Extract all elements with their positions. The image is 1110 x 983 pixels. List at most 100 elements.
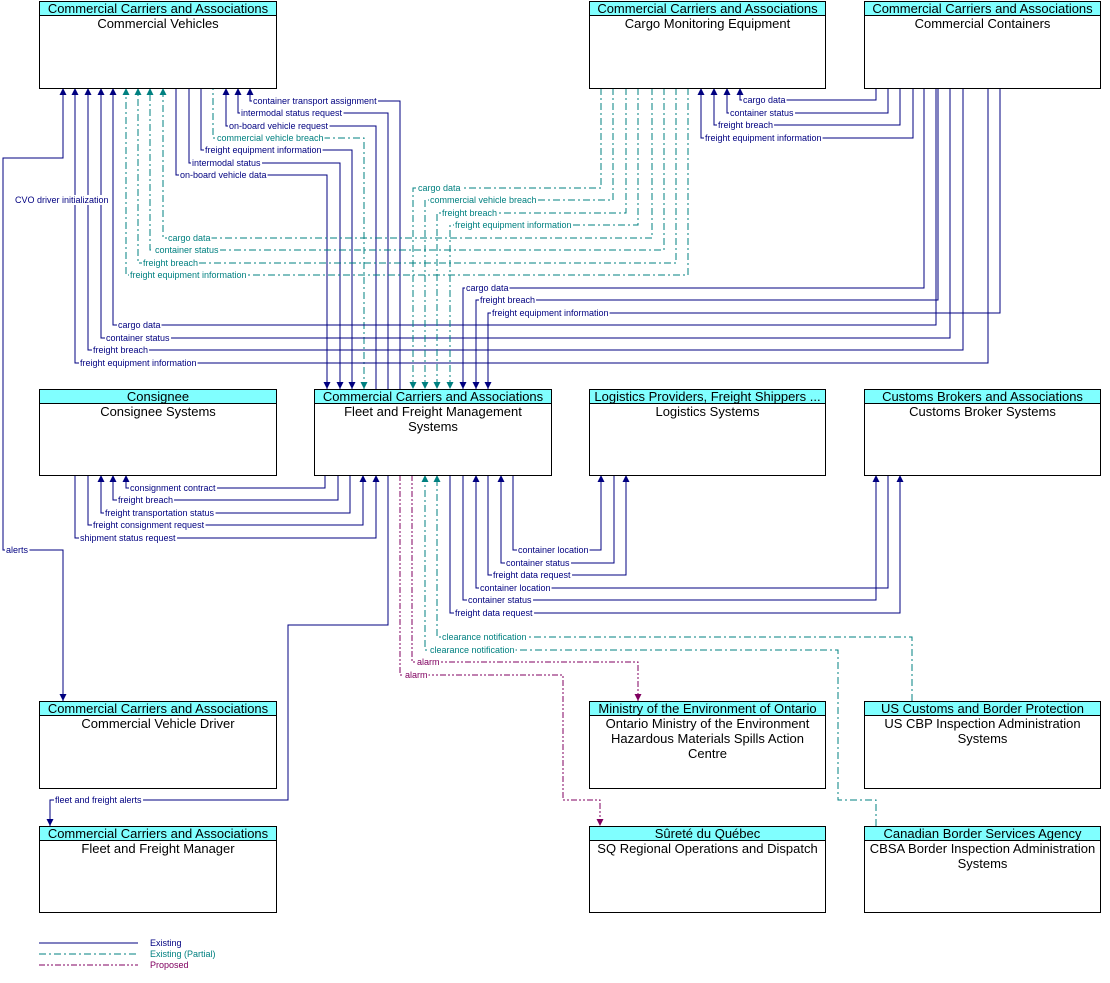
node-owner: Canadian Border Services Agency bbox=[883, 826, 1082, 841]
flow-label-0: container transport assignment bbox=[253, 96, 377, 106]
node-cb[interactable]: Customs Brokers and AssociationsCustoms … bbox=[864, 389, 1101, 476]
flow-label-bg-38 bbox=[454, 608, 535, 618]
flow-label-7: CVO driver initialization bbox=[15, 195, 109, 205]
flow-line-21 bbox=[726, 88, 889, 114]
node-cc[interactable]: Commercial Carriers and AssociationsComm… bbox=[864, 1, 1101, 89]
flow-label-bg-9 bbox=[154, 245, 221, 255]
flow-arrowhead-10 bbox=[134, 88, 142, 95]
flow-arrowhead-5 bbox=[336, 382, 344, 389]
node-owner: Consignee bbox=[127, 389, 189, 404]
flow-arrowhead-7 bbox=[59, 88, 67, 95]
flow-arrowhead-2 bbox=[222, 88, 230, 95]
flow-arrowhead-24 bbox=[459, 382, 467, 389]
flow-label-bg-12 bbox=[117, 320, 162, 330]
flow-label-bg-17 bbox=[429, 195, 538, 205]
flow-line-25 bbox=[475, 88, 939, 389]
flow-label-bg-19 bbox=[454, 220, 573, 230]
node-owner: Commercial Carriers and Associations bbox=[872, 1, 1093, 16]
flow-label-19: freight equipment information bbox=[455, 220, 572, 230]
flow-arrowhead-43 bbox=[46, 819, 54, 826]
flow-arrowhead-15 bbox=[71, 88, 79, 95]
node-moe[interactable]: Ministry of the Environment of OntarioOn… bbox=[589, 701, 826, 789]
flow-line-40 bbox=[424, 475, 877, 826]
node-name-line: Consignee Systems bbox=[100, 404, 216, 419]
node-cme[interactable]: Commercial Carriers and AssociationsCarg… bbox=[589, 1, 826, 89]
flow-label-bg-25 bbox=[479, 295, 537, 305]
flow-line-13 bbox=[100, 88, 951, 339]
flow-arrowhead-42 bbox=[596, 819, 604, 826]
flow-arrowhead-14 bbox=[84, 88, 92, 95]
flow-label-bg-18 bbox=[441, 208, 499, 218]
node-owner: Commercial Carriers and Associations bbox=[323, 389, 544, 404]
flow-line-8 bbox=[162, 88, 653, 239]
flow-line-36 bbox=[475, 475, 889, 589]
node-cvd[interactable]: Commercial Carriers and AssociationsComm… bbox=[39, 701, 277, 789]
flow-label-40: clearance notification bbox=[430, 645, 515, 655]
node-header bbox=[314, 389, 552, 404]
flow-label-4: freight equipment information bbox=[205, 145, 322, 155]
node-header bbox=[864, 1, 1101, 16]
flow-line-24 bbox=[462, 88, 925, 389]
node-header bbox=[589, 1, 826, 16]
flow-arrowhead-39 bbox=[433, 475, 441, 482]
flow-arrowhead-20 bbox=[736, 88, 744, 95]
flow-line-26 bbox=[487, 88, 1001, 389]
flow-label-29: freight transportation status bbox=[105, 508, 215, 518]
node-name-line: CBSA Border Inspection Administration bbox=[870, 841, 1095, 856]
flow-label-bg-32 bbox=[5, 545, 30, 555]
flow-arrowhead-3 bbox=[360, 382, 368, 389]
node-ffm[interactable]: Commercial Carriers and AssociationsFlee… bbox=[314, 389, 552, 476]
flow-label-43: fleet and freight alerts bbox=[55, 795, 142, 805]
flow-label-22: freight breach bbox=[718, 120, 773, 130]
flow-line-18 bbox=[436, 88, 627, 389]
flow-label-bg-29 bbox=[104, 508, 216, 518]
node-owner: Logistics Providers, Freight Shippers ..… bbox=[594, 389, 820, 404]
flow-arrowhead-37 bbox=[872, 475, 880, 482]
flow-label-bg-15 bbox=[79, 358, 198, 368]
node-header bbox=[39, 1, 277, 16]
flow-label-bg-43 bbox=[54, 795, 144, 805]
flow-line-14 bbox=[87, 88, 964, 351]
node-cv[interactable]: Commercial Carriers and AssociationsComm… bbox=[39, 1, 277, 89]
flow-label-bg-37 bbox=[467, 595, 534, 605]
node-name-line: Fleet and Freight Manager bbox=[81, 841, 235, 856]
flow-label-bg-20 bbox=[742, 95, 787, 105]
node-header bbox=[589, 389, 826, 404]
flow-arrowhead-19 bbox=[446, 382, 454, 389]
flow-line-16 bbox=[412, 88, 602, 389]
node-owner: Commercial Carriers and Associations bbox=[48, 826, 269, 841]
flow-line-9 bbox=[149, 88, 665, 251]
flow-arrowhead-26 bbox=[484, 382, 492, 389]
legend-label-partial: Existing (Partial) bbox=[150, 949, 216, 959]
flow-arrowhead-23 bbox=[697, 88, 705, 95]
node-owner: Commercial Carriers and Associations bbox=[48, 1, 269, 16]
flow-line-28 bbox=[112, 475, 339, 501]
node-name-line: Commercial Vehicle Driver bbox=[81, 716, 235, 731]
flow-arrowhead-8 bbox=[159, 88, 167, 95]
flow-arrowhead-38 bbox=[896, 475, 904, 482]
node-header bbox=[39, 826, 277, 841]
flow-arrowhead-35 bbox=[622, 475, 630, 482]
flow-label-9: container status bbox=[155, 245, 219, 255]
flow-label-12: cargo data bbox=[118, 320, 161, 330]
node-owner: Customs Brokers and Associations bbox=[882, 389, 1083, 404]
flow-label-bg-27 bbox=[129, 483, 218, 493]
flow-arrowhead-30 bbox=[359, 475, 367, 482]
flow-arrowhead-18 bbox=[433, 382, 441, 389]
node-log[interactable]: Logistics Providers, Freight Shippers ..… bbox=[589, 389, 826, 476]
flow-arrowhead-36 bbox=[472, 475, 480, 482]
flow-label-34: container status bbox=[506, 558, 570, 568]
node-name-line: SQ Regional Operations and Dispatch bbox=[597, 841, 817, 856]
flow-label-2: on-board vehicle request bbox=[229, 121, 329, 131]
node-ffmgr[interactable]: Commercial Carriers and AssociationsFlee… bbox=[39, 826, 277, 913]
flow-label-17: commercial vehicle breach bbox=[430, 195, 537, 205]
flow-label-8: cargo data bbox=[168, 233, 211, 243]
node-header bbox=[39, 389, 277, 404]
node-name-line: Fleet and Freight Management bbox=[344, 404, 522, 419]
flow-arrowhead-17 bbox=[421, 382, 429, 389]
flow-label-bg-3 bbox=[216, 133, 325, 143]
